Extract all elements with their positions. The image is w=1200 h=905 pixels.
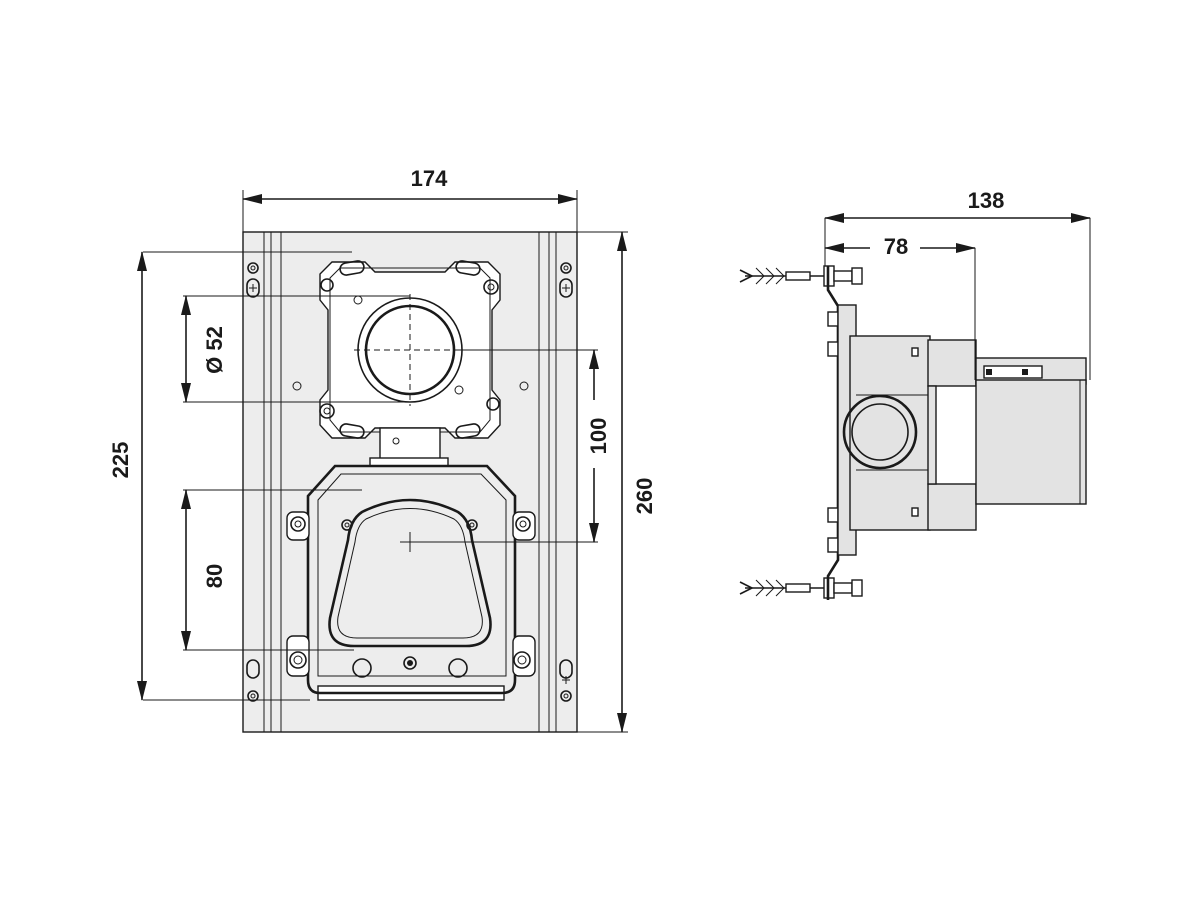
front-dimensions: 174 225 Ø 52 80 100 260 — [108, 166, 657, 733]
lower-opening-label: 80 — [202, 564, 227, 588]
outer-height-label: 225 — [108, 442, 133, 479]
side-view — [739, 265, 1087, 600]
right-rail — [538, 232, 557, 732]
left-rail — [263, 232, 282, 732]
partial-depth-label: 78 — [884, 234, 908, 259]
lower-housing — [286, 464, 536, 701]
side-dimensions: 138 78 — [824, 188, 1091, 380]
pipe-diameter-label: Ø 52 — [202, 326, 227, 374]
plate-fixings — [246, 262, 573, 702]
wall-anchor-top — [739, 265, 863, 287]
wall-anchor-bottom — [739, 577, 863, 599]
upper-housing — [319, 260, 501, 467]
valve-body — [849, 335, 931, 531]
total-depth-label: 138 — [968, 188, 1005, 213]
plate-width-label: 174 — [411, 166, 448, 191]
rear-box — [975, 379, 1087, 505]
front-view — [242, 231, 578, 733]
bracket-screws — [827, 311, 839, 553]
center-distance-label: 100 — [586, 418, 611, 455]
side-pipe-inner — [851, 403, 909, 461]
plate-height-label: 260 — [632, 478, 657, 515]
side-pipe-outer — [842, 394, 918, 470]
